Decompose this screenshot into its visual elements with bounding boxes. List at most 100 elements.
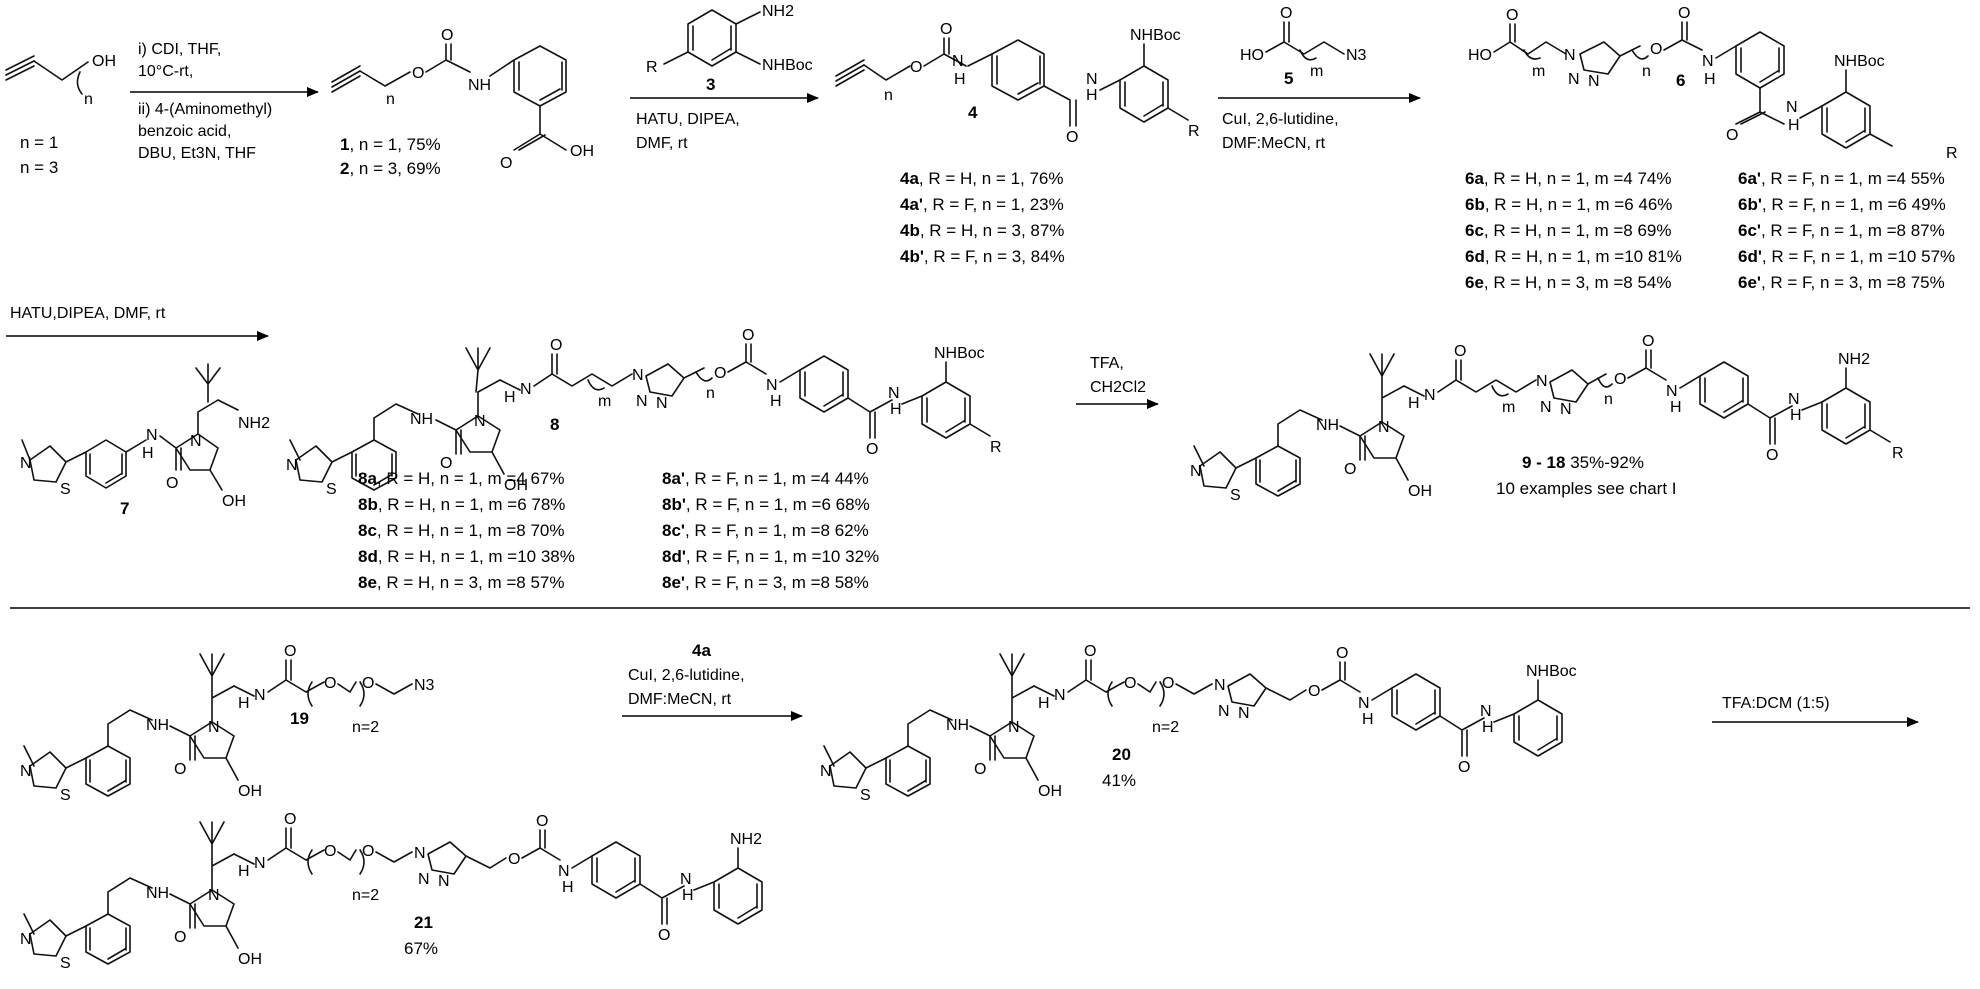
svg-text:H: H: [142, 445, 154, 462]
svg-text:N: N: [1588, 73, 1600, 90]
svg-text:O: O: [536, 813, 548, 830]
svg-text:H: H: [1790, 407, 1802, 424]
svg-text:S: S: [1230, 487, 1241, 504]
svg-text:m: m: [598, 393, 611, 410]
atom-n: n: [84, 91, 93, 108]
svg-text:N: N: [1378, 419, 1390, 436]
svg-text:41%: 41%: [1102, 771, 1136, 790]
svg-text:N: N: [1358, 695, 1370, 712]
svg-text:8a, R = H, n = 1, m =4 67%: 8a, R = H, n = 1, m =4 67%: [358, 469, 565, 488]
svg-text:N: N: [418, 871, 430, 888]
compound-5-label: 5: [1284, 69, 1293, 88]
svg-text:O: O: [974, 761, 986, 778]
svg-text:NH: NH: [146, 885, 169, 902]
svg-text:R: R: [646, 59, 658, 76]
svg-text:8e, R = H, n = 3, m =8 57%: 8e, R = H, n = 3, m =8 57%: [358, 573, 565, 592]
svg-text:CuI, 2,6-lutidine,: CuI, 2,6-lutidine,: [1222, 111, 1339, 128]
svg-text:N: N: [1702, 53, 1714, 70]
svg-text:9 - 18 35%-92%: 9 - 18 35%-92%: [1522, 453, 1644, 472]
svg-text:H: H: [1038, 695, 1050, 712]
svg-text:NHBoc: NHBoc: [1130, 27, 1181, 44]
svg-text:DMF:MeCN, rt: DMF:MeCN, rt: [628, 691, 732, 708]
svg-text:N: N: [286, 457, 298, 474]
compound-21-labels: 21 67%: [404, 913, 438, 958]
reagent-3: NH2 NHBoc R 3: [646, 3, 813, 94]
svg-text:N: N: [20, 455, 32, 472]
svg-text:NH2: NH2: [238, 415, 270, 432]
svg-text:O: O: [440, 455, 452, 472]
svg-text:H: H: [238, 695, 250, 712]
svg-text:N: N: [1218, 703, 1230, 720]
svg-text:N: N: [146, 427, 158, 444]
svg-text:S: S: [60, 955, 71, 972]
svg-text:20: 20: [1112, 745, 1131, 764]
svg-text:N: N: [680, 871, 692, 888]
svg-text:8b', R = F, n = 1, m =6 68%: 8b', R = F, n = 1, m =6 68%: [662, 495, 870, 514]
svg-text:CuI, 2,6-lutidine,: CuI, 2,6-lutidine,: [628, 667, 745, 684]
svg-text:O: O: [500, 155, 512, 172]
svg-text:O: O: [324, 843, 336, 860]
svg-text:N: N: [1054, 687, 1066, 704]
svg-text:H: H: [1704, 71, 1716, 88]
compound-1-structure: n O O NH O OH: [331, 27, 594, 172]
svg-text:O: O: [658, 927, 670, 944]
svg-text:O: O: [362, 675, 374, 692]
svg-text:67%: 67%: [404, 939, 438, 958]
svg-text:N: N: [1190, 463, 1202, 480]
svg-text:ii) 4-(Aminomethyl): ii) 4-(Aminomethyl): [138, 101, 272, 118]
svg-text:N: N: [952, 53, 964, 70]
conditions-step2: HATU, DIPEA, DMF, rt: [636, 111, 740, 152]
svg-text:R: R: [1892, 445, 1904, 462]
svg-text:TFA,: TFA,: [1090, 355, 1124, 372]
svg-text:NH2: NH2: [730, 831, 762, 848]
svg-text:NH: NH: [946, 717, 969, 734]
svg-text:8d, R = H, n = 1, m =10 38%: 8d, R = H, n = 1, m =10 38%: [358, 547, 575, 566]
conditions-step1: i) CDI, THF, 10°C-rt, ii) 4-(Aminomethyl…: [138, 41, 272, 162]
svg-text:O: O: [714, 365, 726, 382]
compound-6-label: 6: [1676, 71, 1685, 90]
svg-text:N: N: [1788, 391, 1800, 408]
svg-text:DBU, Et3N, THF: DBU, Et3N, THF: [138, 145, 256, 162]
atom-oh: OH: [92, 53, 116, 70]
svg-text:6a, R = H, n = 1, m =4 74%: 6a, R = H, n = 1, m =4 74%: [1465, 169, 1672, 188]
svg-text:O: O: [1280, 5, 1292, 22]
svg-text:N: N: [766, 377, 778, 394]
compound-7-label: 7: [120, 499, 129, 518]
svg-text:8c', R = F, n = 1, m =8 62%: 8c', R = F, n = 1, m =8 62%: [662, 521, 869, 540]
svg-text:N: N: [190, 433, 202, 450]
compound-6-structure: HO O m N N N n O O N H O H N NHBoc R 6: [1468, 5, 1958, 162]
svg-text:6a', R = F, n = 1, m =4 55%: 6a', R = F, n = 1, m =4 55%: [1738, 169, 1945, 188]
svg-text:NH: NH: [468, 77, 491, 94]
svg-text:O: O: [1084, 643, 1096, 660]
svg-text:R: R: [1188, 123, 1200, 140]
svg-text:n: n: [884, 87, 893, 104]
compound-8-structure: N S NH O N OH H N O m N N N n O O N H: [286, 327, 1002, 498]
svg-text:O: O: [1726, 127, 1738, 144]
svg-text:R: R: [990, 439, 1002, 456]
svg-text:OH: OH: [1038, 783, 1062, 800]
svg-text:N: N: [474, 413, 486, 430]
svg-text:N: N: [1540, 399, 1552, 416]
reagent-5: HO O m N3 5: [1240, 5, 1367, 88]
svg-text:6e, R = H, n = 3, m =8 54%: 6e, R = H, n = 3, m =8 54%: [1465, 273, 1672, 292]
compound-20-labels: 20 41%: [1102, 745, 1136, 790]
conditions-step4: HATU,DIPEA, DMF, rt: [10, 305, 166, 322]
svg-text:21: 21: [414, 913, 433, 932]
compound-21-structure: N S NH O N OH H N O O O N N N O O N H: [20, 811, 763, 972]
svg-text:O: O: [1678, 5, 1690, 22]
svg-text:H: H: [1408, 395, 1420, 412]
svg-text:N: N: [208, 719, 220, 736]
svg-text:N: N: [1238, 705, 1250, 722]
svg-text:NHBoc: NHBoc: [762, 57, 813, 74]
svg-text:N: N: [1214, 677, 1226, 694]
svg-text:8b, R = H, n = 1, m =6 78%: 8b, R = H, n = 1, m =6 78%: [358, 495, 565, 514]
svg-text:OH: OH: [238, 951, 262, 968]
svg-text:N: N: [632, 367, 644, 384]
compound-1-2-labels: 1, n = 1, 75% 2, n = 3, 69%: [340, 135, 441, 178]
conditions-step7: TFA:DCM (1:5): [1722, 695, 1830, 712]
svg-text:N: N: [438, 873, 450, 890]
svg-text:N: N: [888, 385, 900, 402]
compound-9-18-structure: N S NH O N OH H N O m N N N n O O N H: [1190, 333, 1904, 504]
svg-text:H: H: [504, 389, 516, 406]
svg-text:O: O: [1642, 333, 1654, 350]
